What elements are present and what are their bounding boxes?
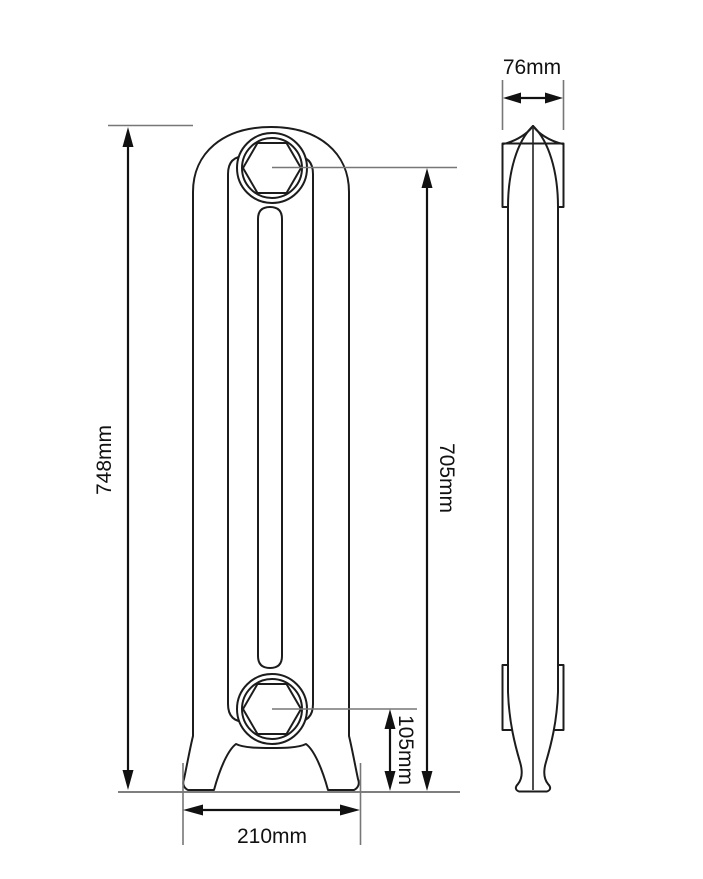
side-lancet-profile <box>507 125 559 208</box>
dimension-pipe-centre-height: 705mm <box>272 166 458 791</box>
side-top-ogee-left <box>502 125 534 145</box>
side-view <box>501 125 565 793</box>
arrowhead-right <box>340 804 360 816</box>
front-view <box>182 126 360 791</box>
arrowhead-up <box>384 709 396 729</box>
dimension-label-105mm: 105mm <box>394 715 417 785</box>
side-top-ogee-right <box>532 125 564 145</box>
dimension-overall-height: 748mm <box>93 124 193 790</box>
dimension-base-width: 210mm <box>182 763 362 848</box>
dimension-label-210mm: 210mm <box>237 825 307 848</box>
dimension-depth: 76mm <box>501 56 565 130</box>
arrowhead-down <box>421 771 433 791</box>
arrowhead-left <box>183 804 203 816</box>
arrowhead-left <box>503 92 521 104</box>
dimension-label-76mm: 76mm <box>503 56 561 79</box>
arrowhead-up <box>421 168 433 188</box>
side-bottom-bracket-left <box>501 664 513 731</box>
side-bottom-bracket-right <box>553 664 565 731</box>
front-centre-slot <box>257 206 283 669</box>
arrowhead-up <box>122 127 134 147</box>
arrowhead-down <box>384 771 396 791</box>
dimension-label-748mm: 748mm <box>93 425 116 495</box>
side-column-and-foot <box>507 206 559 793</box>
dimension-label-705mm: 705mm <box>435 443 458 513</box>
arrowhead-right <box>545 92 563 104</box>
dimension-bottom-pipe-centre: 105mm <box>272 708 417 791</box>
arrowhead-down <box>122 770 134 790</box>
